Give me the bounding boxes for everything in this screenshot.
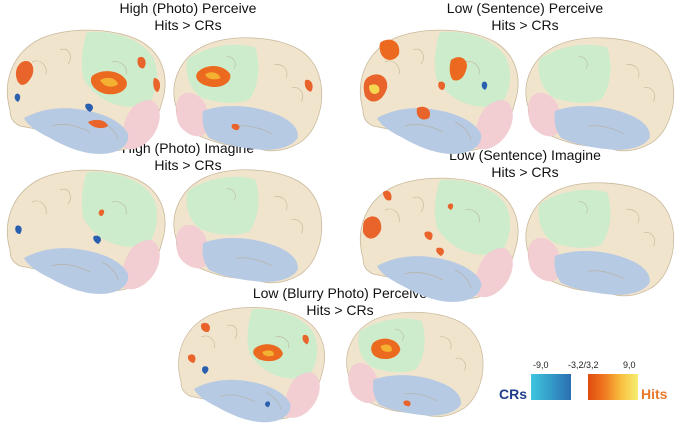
brain-low-blurry-photo-perceive-left <box>178 307 326 423</box>
crs-colorbar <box>531 374 571 400</box>
panel-subtitle-text: Hits > CRs <box>306 302 374 318</box>
panel-subtitle-text: Hits > CRs <box>491 164 559 180</box>
panel-title-high-photo-perceive: High (Photo) Perceive Hits > CRs <box>88 0 288 34</box>
brain-low-sentence-perceive-left <box>359 29 519 155</box>
panel-title-text: Low (Sentence) Perceive <box>446 0 604 16</box>
panel-subtitle-text: Hits > CRs <box>154 17 222 33</box>
legend-tick-max: 9,0 <box>623 360 636 370</box>
panel-title-low-blurry-photo-perceive: Low (Blurry Photo) Perceive Hits > CRs <box>225 285 455 319</box>
brain-low-sentence-perceive-right <box>525 37 675 152</box>
brain-low-sentence-imagine-right <box>525 182 675 297</box>
brain-high-photo-imagine-left <box>6 169 166 295</box>
panel-subtitle-text: Hits > CRs <box>154 157 222 173</box>
panel-subtitle-text: Hits > CRs <box>491 17 559 33</box>
color-legend: -9,0 -3,2/3,2 9,0 CRs Hits <box>495 360 685 420</box>
brain-low-sentence-imagine-left <box>359 177 519 303</box>
brain-low-blurry-photo-perceive-right <box>346 311 484 418</box>
legend-crs-label: CRs <box>499 386 528 402</box>
panel-title-high-photo-imagine: High (Photo) Imagine Hits > CRs <box>88 140 288 174</box>
brain-high-photo-imagine-right <box>173 169 323 284</box>
legend-tick-threshold: -3,2/3,2 <box>568 360 599 370</box>
panel-title-text: High (Photo) Perceive <box>119 0 257 16</box>
brain-high-photo-perceive-left <box>6 29 166 155</box>
panel-title-low-sentence-perceive: Low (Sentence) Perceive Hits > CRs <box>420 0 630 34</box>
panel-title-low-sentence-imagine: Low (Sentence) Imagine Hits > CRs <box>420 147 630 181</box>
legend-tick-min: -9,0 <box>533 360 549 370</box>
panel-title-text: Low (Sentence) Imagine <box>449 147 601 163</box>
panel-title-text: Low (Blurry Photo) Perceive <box>252 285 428 301</box>
legend-hits-label: Hits <box>641 386 668 402</box>
hits-colorbar <box>588 374 638 400</box>
brain-high-photo-perceive-right <box>173 37 323 152</box>
panel-title-text: High (Photo) Imagine <box>121 140 255 156</box>
